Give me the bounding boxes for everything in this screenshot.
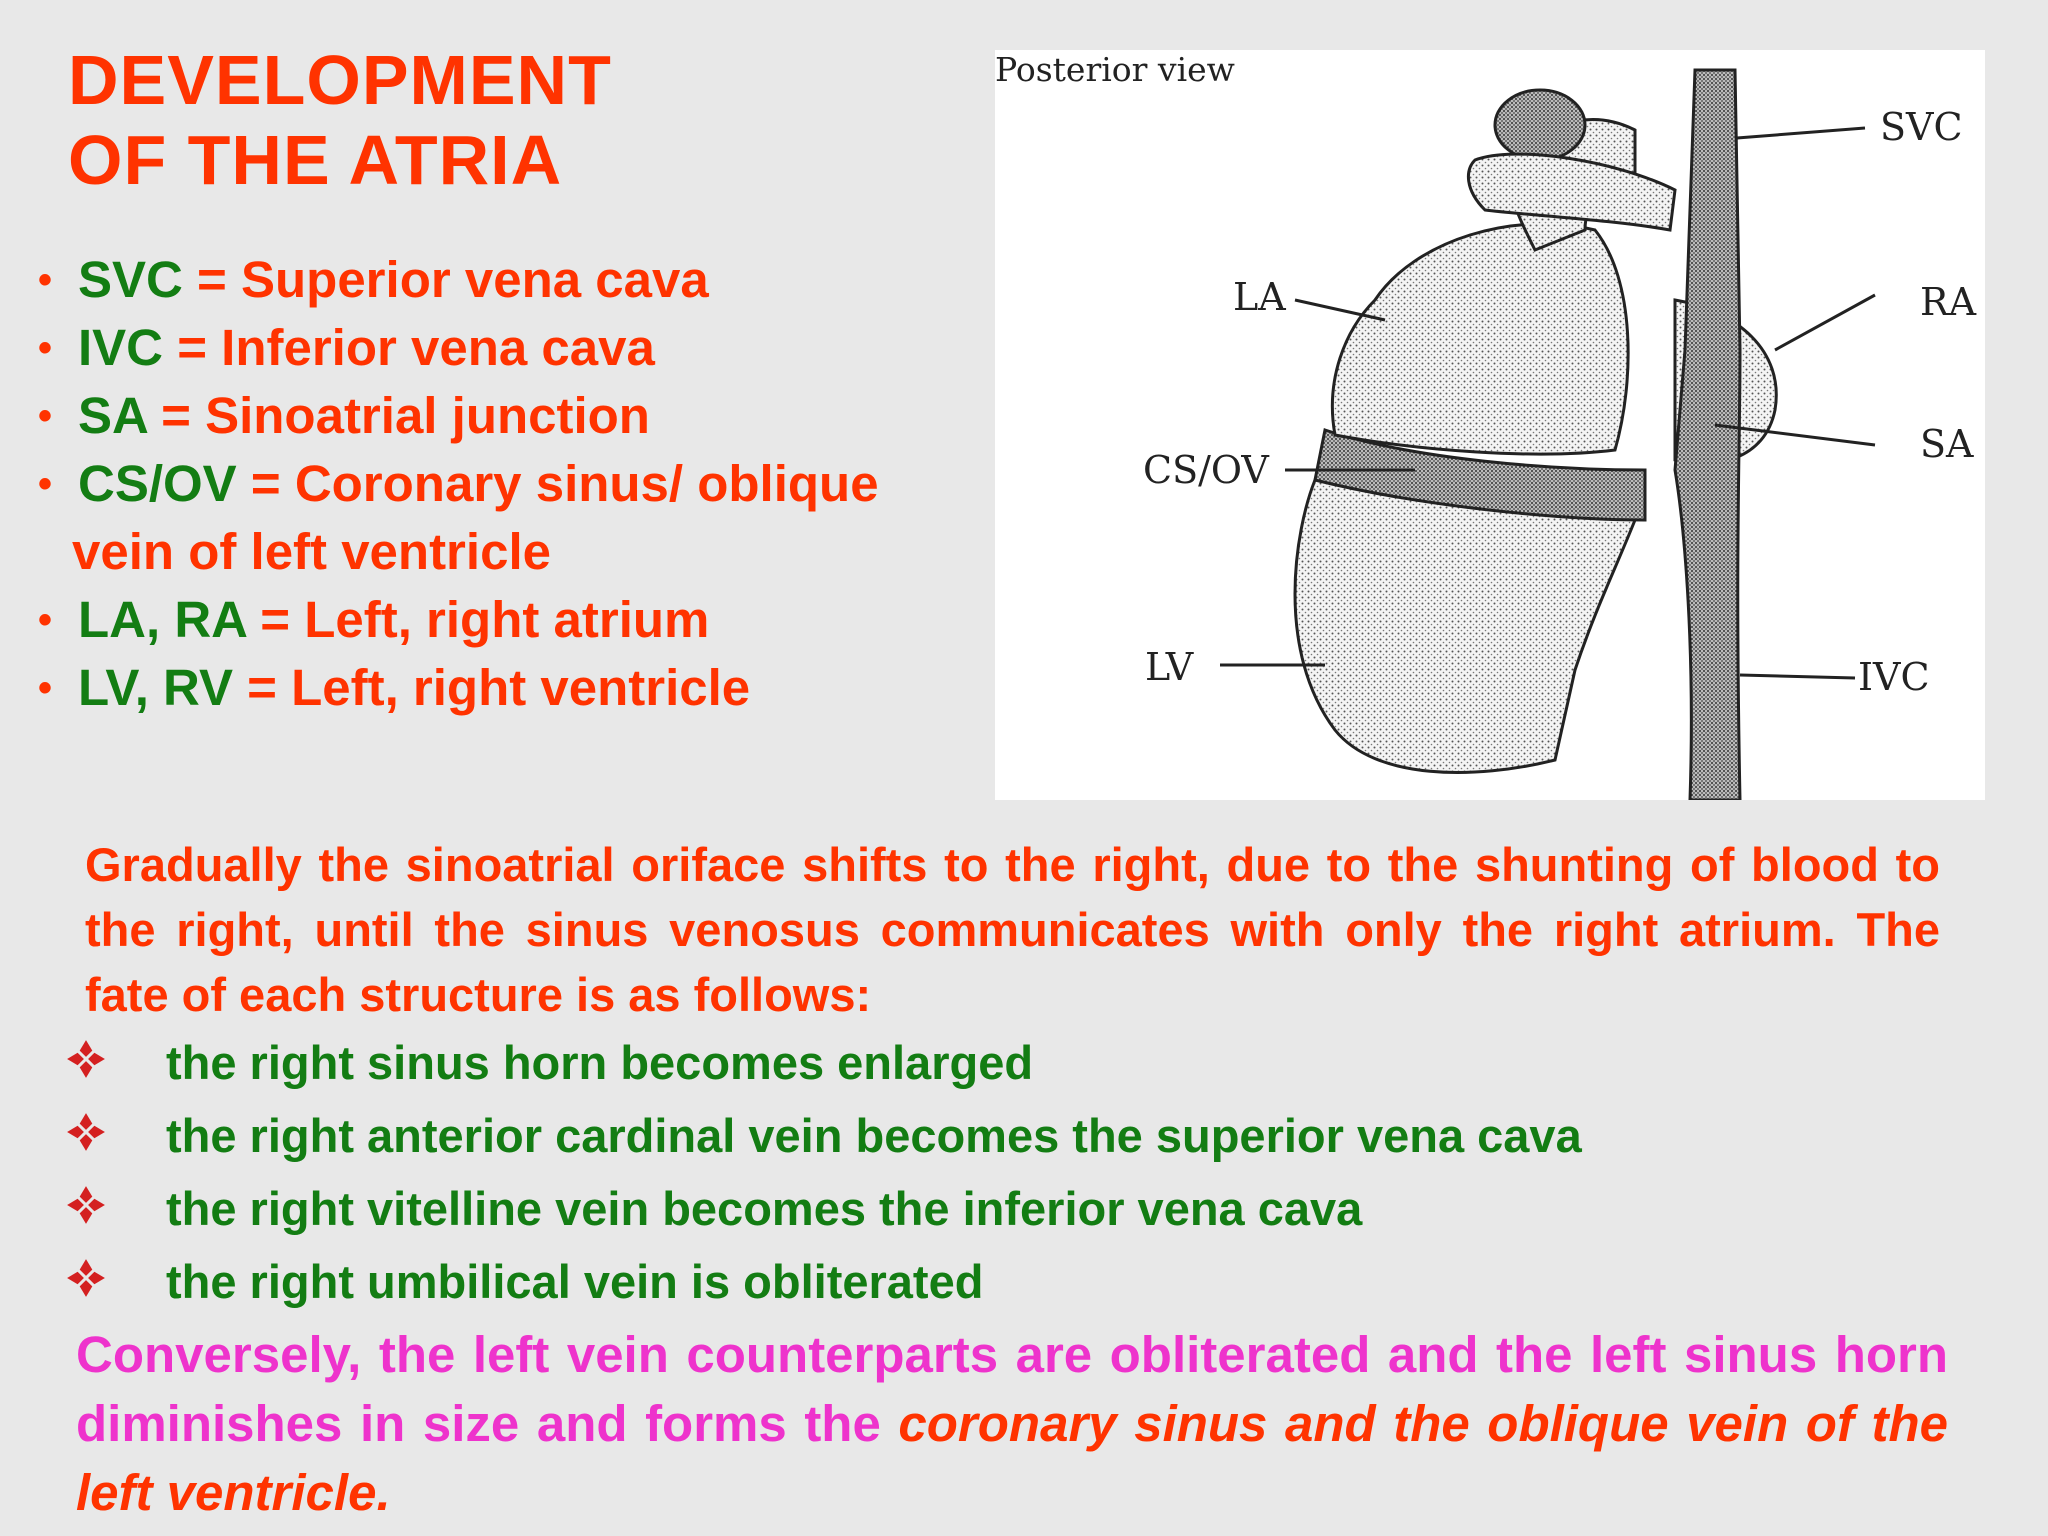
label-csov: CS/OV bbox=[1143, 448, 1269, 492]
abbreviation: LA, RA bbox=[78, 591, 247, 648]
label-la: LA bbox=[1233, 275, 1286, 319]
abbreviation-item: • SVC = Superior vena cava bbox=[38, 246, 879, 314]
abbreviation: SVC bbox=[78, 251, 183, 308]
abbreviation-item: • IVC = Inferior vena cava bbox=[38, 314, 879, 382]
abbreviation-list: • SVC = Superior vena cava • IVC = Inferio… bbox=[38, 246, 879, 722]
label-lv: LV bbox=[1145, 645, 1194, 689]
abbreviation-meaning: = Left, right ventricle bbox=[232, 659, 751, 716]
conclusion-paragraph: Conversely, the left vein counterparts a… bbox=[76, 1320, 1948, 1527]
fate-item: the right anterior cardinal vein becomes… bbox=[65, 1099, 1582, 1172]
label-ra: RA bbox=[1920, 280, 1977, 324]
fate-text: the right sinus horn becomes enlarged bbox=[166, 1036, 1034, 1089]
fate-text: the right anterior cardinal vein becomes… bbox=[166, 1109, 1582, 1162]
fate-item: the right sinus horn becomes enlarged bbox=[65, 1026, 1582, 1099]
label-svc: SVC bbox=[1880, 105, 1963, 149]
bullet: • bbox=[38, 462, 53, 506]
slide-title-line-2: OF THE ATRIA bbox=[68, 121, 563, 199]
abbreviation-meaning: = Sinoatrial junction bbox=[146, 387, 650, 444]
abbreviation: CS/OV bbox=[78, 455, 237, 512]
bullet: • bbox=[38, 326, 53, 370]
abbreviation-item: • SA = Sinoatrial junction bbox=[38, 382, 879, 450]
abbreviation-meaning: = Coronary sinus/ oblique bbox=[236, 455, 879, 512]
structure-fates-list: the right sinus horn becomes enlarged th… bbox=[65, 1026, 1582, 1318]
abbreviation-item: • LV, RV = Left, right ventricle bbox=[38, 654, 879, 722]
abbreviation-meaning: = Superior vena cava bbox=[182, 251, 709, 308]
abbreviation-item: • CS/OV = Coronary sinus/ oblique bbox=[38, 450, 879, 518]
slide-title-line-1: DEVELOPMENT bbox=[68, 41, 612, 119]
diamond-bullet-icon bbox=[67, 1186, 105, 1224]
diamond-bullet-icon bbox=[67, 1113, 105, 1151]
abbreviation: LV, RV bbox=[78, 659, 233, 716]
heart-posterior-view-figure: Posterior view SVC LA RA SA CS/OV LV IVC bbox=[995, 50, 1985, 800]
fate-text: the right umbilical vein is obliterated bbox=[166, 1255, 984, 1308]
abbreviation: SA bbox=[78, 387, 147, 444]
label-sa: SA bbox=[1920, 422, 1974, 466]
pulmonary-artery-tube bbox=[1466, 152, 1677, 232]
slide-title: DEVELOPMENT OF THE ATRIA bbox=[68, 40, 612, 200]
abbreviation: IVC bbox=[78, 319, 164, 376]
vessel-opening bbox=[1493, 88, 1587, 162]
vena-cava-tube bbox=[1673, 68, 1742, 800]
fate-item: the right vitelline vein becomes the inf… bbox=[65, 1172, 1582, 1245]
fate-text: the right vitelline vein becomes the inf… bbox=[166, 1182, 1363, 1235]
conclusion-emphasis: coronary sinus and the oblique vein of t… bbox=[76, 1395, 1948, 1521]
bullet: • bbox=[38, 258, 53, 302]
fate-item: the right umbilical vein is obliterated bbox=[65, 1245, 1582, 1318]
abbreviation-item-continued: vein of left ventricle bbox=[38, 518, 879, 586]
heart-illustration bbox=[1220, 68, 1876, 800]
label-leader-lines bbox=[1220, 126, 1876, 680]
conclusion-text: Conversely, the left vein counterparts a… bbox=[76, 1326, 1948, 1452]
abbreviation-item: • LA, RA = Left, right atrium bbox=[38, 586, 879, 654]
abbreviation-meaning: = Left, right atrium bbox=[246, 591, 710, 648]
abbreviation-meaning: vein of left ventricle bbox=[72, 523, 551, 580]
bullet: • bbox=[38, 598, 53, 642]
figure-caption: Posterior view bbox=[995, 50, 1235, 89]
explanation-paragraph: Gradually the sinoatrial oriface shifts … bbox=[85, 838, 1940, 1021]
left-ventricle-shape bbox=[1293, 475, 1637, 774]
left-atrium-shape bbox=[1330, 222, 1630, 456]
bullet: • bbox=[38, 394, 53, 438]
coronary-sinus-band bbox=[1313, 428, 1647, 522]
bullet: • bbox=[38, 666, 53, 710]
abbreviation-meaning: = Inferior vena cava bbox=[163, 319, 655, 376]
diamond-bullet-icon bbox=[67, 1259, 105, 1297]
diamond-bullet-icon bbox=[67, 1040, 105, 1078]
label-ivc: IVC bbox=[1858, 655, 1930, 699]
